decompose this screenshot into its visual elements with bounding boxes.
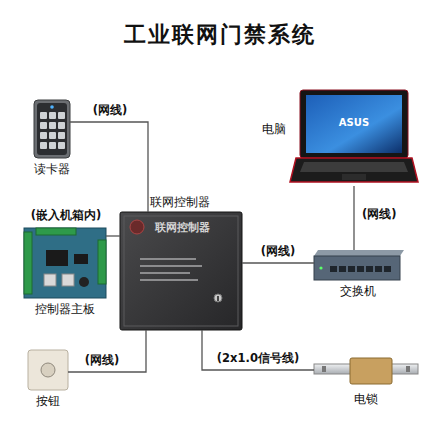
key <box>58 122 65 129</box>
reader-face <box>37 103 67 155</box>
key <box>58 142 65 149</box>
keyhole <box>217 296 219 301</box>
switch-top <box>314 250 404 256</box>
device-node: 交换机 <box>314 250 402 280</box>
port <box>339 266 346 272</box>
relay <box>62 274 74 286</box>
key <box>40 132 47 139</box>
cable-label: (网线) <box>83 354 122 368</box>
key-lock <box>214 294 222 302</box>
cable-label: (网线) <box>91 104 130 118</box>
cable-label: (网线) <box>360 208 399 222</box>
laptop-base <box>290 158 418 182</box>
key <box>40 122 47 129</box>
spec-line <box>140 265 202 267</box>
button-knob <box>41 363 55 377</box>
controller-board-picture <box>24 228 106 298</box>
spec-line <box>140 279 198 281</box>
port <box>357 266 364 272</box>
device-node: 读卡器 <box>34 100 70 158</box>
laptop-lid <box>300 90 408 158</box>
panel-text: 联网控制器 <box>155 221 210 234</box>
device-caption: 联网控制器 <box>150 195 210 209</box>
key <box>40 142 47 149</box>
cable-line <box>202 330 314 370</box>
terminal-block <box>36 228 76 235</box>
port <box>366 266 373 272</box>
switch-ports <box>330 266 391 272</box>
box-edge <box>124 216 238 326</box>
port <box>375 266 382 272</box>
diagram-title: 工业联网门禁系统 <box>0 22 440 48</box>
electric-lock-picture <box>314 358 418 384</box>
port <box>330 266 337 272</box>
cable-line <box>106 235 120 236</box>
capacitor <box>79 277 89 287</box>
device-caption: 按钮 <box>36 394 60 408</box>
cable-line <box>353 186 354 250</box>
chip <box>46 250 68 266</box>
cable-line <box>242 262 314 263</box>
led <box>319 266 322 269</box>
pcb <box>24 228 106 298</box>
switch-front <box>314 256 400 280</box>
device-caption: 控制器主板 <box>35 302 95 316</box>
key <box>49 132 56 139</box>
laptop-screen <box>306 95 402 153</box>
key <box>58 112 65 119</box>
key <box>58 132 65 139</box>
relay <box>44 274 56 286</box>
device-caption: 电脑 <box>262 122 286 136</box>
spec-line <box>140 272 190 274</box>
device-caption: 交换机 <box>340 284 376 298</box>
terminal-block <box>98 240 106 284</box>
key <box>49 142 56 149</box>
lock-body <box>350 358 392 384</box>
device-caption: 电锁 <box>354 392 378 406</box>
card-reader-picture <box>34 100 70 158</box>
device-node: 电锁 <box>314 352 418 388</box>
key <box>49 122 56 129</box>
spec-line <box>140 258 196 260</box>
chip <box>74 254 88 264</box>
cable-line <box>68 330 146 372</box>
controller-box-picture <box>120 212 242 330</box>
laptop-picture <box>290 90 418 182</box>
button-picture <box>28 350 68 390</box>
cable-label: (2x1.0信号线) <box>215 352 301 366</box>
cable-line <box>70 122 148 212</box>
reader-keypad <box>40 112 65 149</box>
terminal-block <box>24 232 32 294</box>
port <box>384 266 391 272</box>
key <box>49 112 56 119</box>
touchpad <box>342 174 366 180</box>
box-front <box>120 212 242 330</box>
cable-label: (嵌入机箱内) <box>29 209 104 223</box>
device-caption: 读卡器 <box>34 162 70 176</box>
device-node: 控制器主板 <box>24 228 106 298</box>
device-node: 电脑 <box>292 88 416 186</box>
cable-label: (网线) <box>259 245 298 259</box>
key <box>40 112 47 119</box>
spec-lines <box>140 258 202 281</box>
device-node: 按钮 <box>28 350 68 390</box>
brand-text: ASUS <box>339 117 369 129</box>
screw-hole <box>406 366 410 372</box>
port <box>348 266 355 272</box>
switch-picture <box>314 250 404 280</box>
screw-hole <box>322 366 326 372</box>
laptop-keyboard <box>300 162 408 172</box>
button-plate <box>28 350 68 390</box>
logo <box>130 220 144 234</box>
reader-body <box>34 100 70 158</box>
reader-led <box>50 105 54 109</box>
